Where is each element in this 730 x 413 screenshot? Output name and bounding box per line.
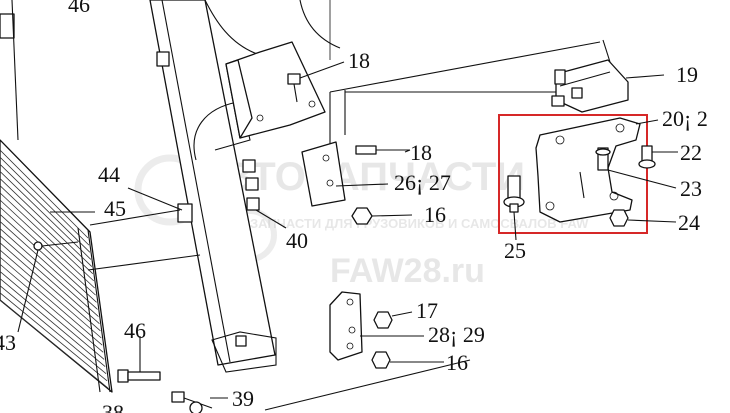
callout-20-21: 20¡ 2 <box>662 106 708 131</box>
nut-16-lower <box>371 351 391 369</box>
radiator-fin-line <box>0 235 100 325</box>
radiator-fin-line <box>0 271 105 360</box>
bolt-22 <box>638 145 656 169</box>
radiator-fin-line <box>0 228 99 317</box>
watermark-line2: ЗАПЧАСТИ ДЛЯ ГРУЗОВИКОВ И САМОСВАЛОВ FAW <box>250 216 589 231</box>
stud-25 <box>503 175 525 213</box>
radiator-fin-line <box>0 178 93 267</box>
bracket-26-27 <box>301 141 410 225</box>
radiator-fin-line <box>0 192 94 282</box>
radiator-fin-line <box>0 206 96 296</box>
callout-46-top: 46 <box>68 0 90 17</box>
watermark: АВТОЗАПЧАСТИ ЗАПЧАСТИ ДЛЯ ГРУЗОВИКОВ И С… <box>134 154 589 290</box>
radiator-fin-line <box>0 256 103 346</box>
bracket-20-21 <box>535 117 641 223</box>
nut-24 <box>609 209 629 227</box>
callout-17: 17 <box>416 298 438 323</box>
radiator-fin-line <box>0 185 94 275</box>
callout-23: 23 <box>680 176 702 201</box>
radiator-fin-line <box>0 299 109 389</box>
callout-40: 40 <box>286 228 308 253</box>
watermark-line3: FAW28.ru <box>330 252 485 290</box>
callout-45: 45 <box>104 196 126 221</box>
nut-16-upper <box>351 207 373 225</box>
leader-lines <box>17 61 678 399</box>
callout-18-mid: 18 <box>410 140 432 165</box>
radiator-fin-line <box>0 171 92 260</box>
callout-25: 25 <box>504 238 526 263</box>
callout-18-top: 18 <box>348 48 370 73</box>
callout-22: 22 <box>680 140 702 165</box>
bolt-18-mid <box>355 145 410 155</box>
radiator-fin-line <box>0 163 91 253</box>
callout-16-upper: 16 <box>424 202 446 227</box>
bolt-46-lower <box>117 369 161 383</box>
bracket-19 <box>551 39 629 113</box>
callout-19: 19 <box>676 62 698 87</box>
radiator-fin-line <box>0 285 107 375</box>
radiator-fin-line <box>0 249 102 339</box>
radiator-fin-line <box>0 149 89 239</box>
radiator-fin-line <box>0 156 90 246</box>
guide-lines <box>87 41 601 411</box>
callout-28-29: 28¡ 29 <box>428 322 485 347</box>
callout-24: 24 <box>678 210 700 235</box>
bracket-28-29 <box>329 291 393 369</box>
radiator-fin-line <box>0 221 98 310</box>
radiator-fin-line <box>0 278 106 367</box>
callout-38: 38 <box>102 400 124 413</box>
radiator-fin-line <box>0 199 95 289</box>
bolt-39 <box>171 391 213 413</box>
callouts: 46 18 19 20¡ 2 18 22 26¡ 27 23 44 45 16 … <box>0 0 708 413</box>
highlight-box <box>498 114 648 234</box>
radiator-fin-line <box>0 242 101 332</box>
callout-46-lower: 46 <box>124 318 146 343</box>
stud-23 <box>595 147 611 171</box>
callout-43: 43 <box>0 330 16 355</box>
frame-post <box>149 0 277 373</box>
radiator-fin-line <box>0 213 97 303</box>
bolt-18-top <box>287 73 301 103</box>
top-duct <box>193 0 341 161</box>
radiator-core <box>0 0 113 393</box>
callout-44: 44 <box>98 162 120 187</box>
nut-17 <box>373 311 393 329</box>
bolt-43 <box>33 241 79 251</box>
callout-26-27: 26¡ 27 <box>394 170 451 195</box>
radiator-fin-line <box>0 263 104 353</box>
callout-39: 39 <box>232 386 254 411</box>
radiator-fin-line <box>0 292 108 382</box>
callout-16-lower: 16 <box>446 350 468 375</box>
